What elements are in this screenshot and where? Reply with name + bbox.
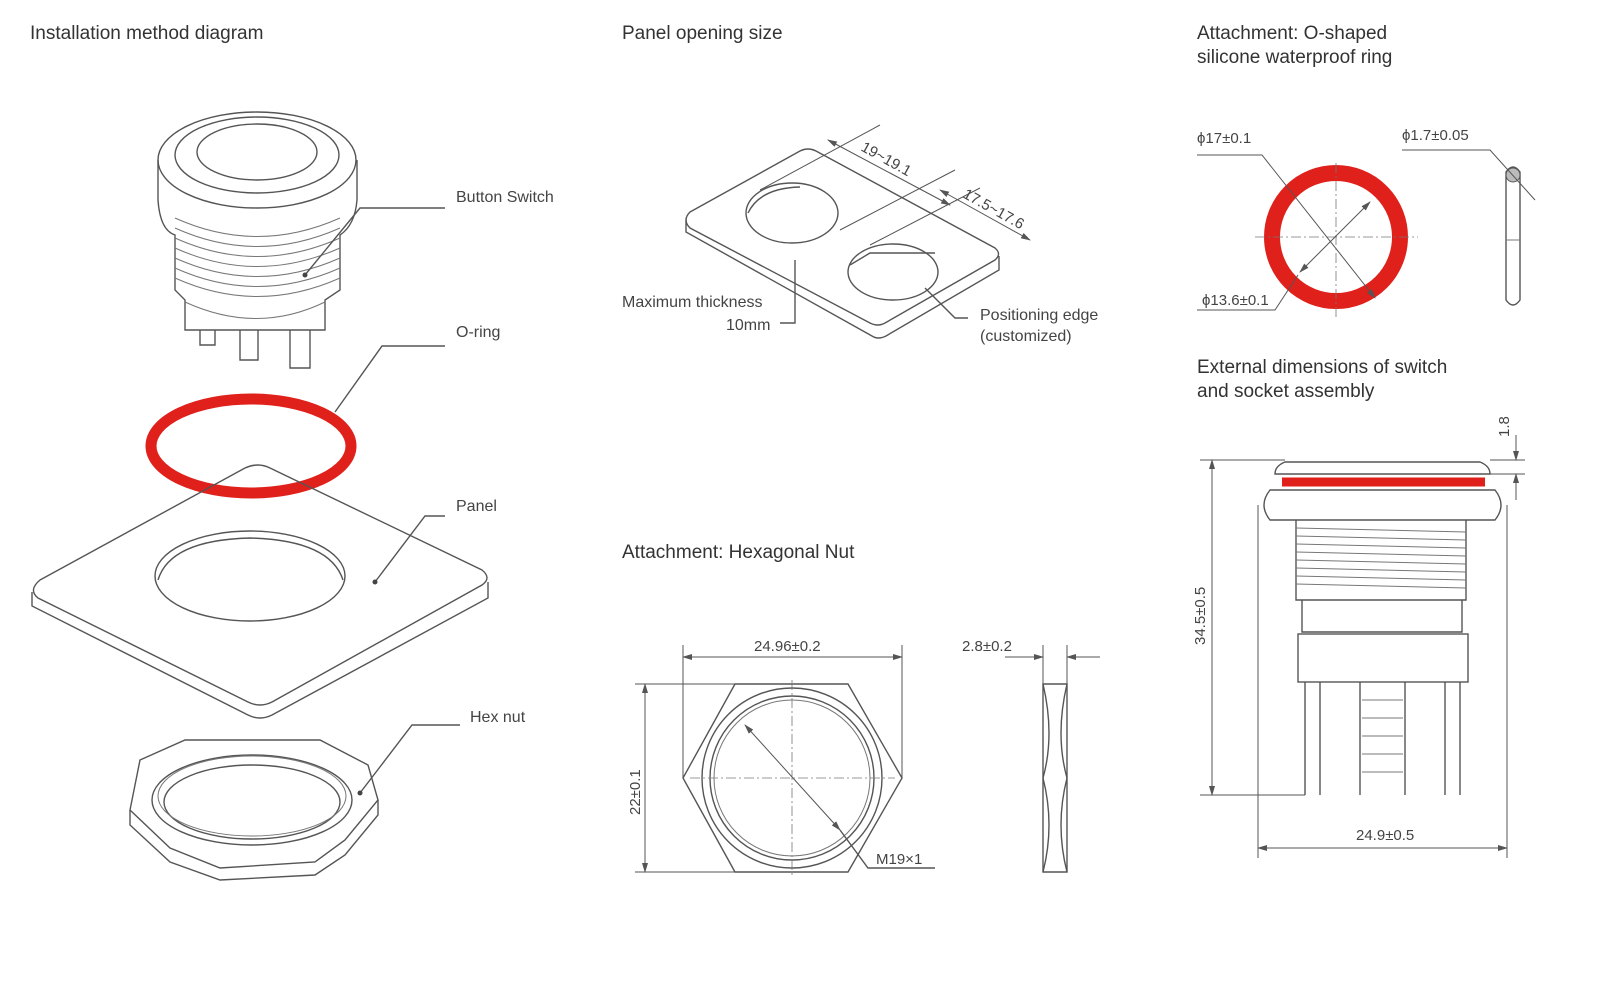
installation-title: Installation method diagram [30, 23, 263, 44]
panel-opening-title: Panel opening size [622, 23, 783, 44]
panel-dim-small: 17.5~17.6 [960, 186, 1027, 233]
panel-opening-drawing [685, 124, 1031, 339]
assembly-section: External dimensions of switch and socket… [1192, 357, 1525, 858]
thickness-label: Maximum thickness [622, 294, 762, 311]
panel-drawing [31, 464, 489, 719]
thickness-value: 10mm [726, 317, 770, 334]
hex-nut-width: 24.96±0.2 [754, 638, 821, 655]
oring-title-line2: silicone waterproof ring [1197, 47, 1392, 68]
oring-drawing [145, 345, 445, 499]
hex-nut-label: Hex nut [470, 709, 526, 726]
hex-nut-title: Attachment: Hexagonal Nut [622, 542, 855, 563]
hex-nut-attachment-section: Attachment: Hexagonal Nut 24.96±0.2 22±0… [622, 542, 1100, 875]
button-switch-drawing [157, 111, 445, 369]
assembly-title-line2: and socket assembly [1197, 381, 1375, 402]
oring-side-view [1402, 149, 1536, 306]
oring-title-line1: Attachment: O-shaped [1197, 23, 1387, 44]
oring-inner-diameter: ϕ13.6±0.1 [1202, 292, 1269, 309]
hex-nut-thread: M19×1 [876, 851, 922, 868]
oring-front-view [1197, 154, 1418, 320]
hex-nut-thickness: 2.8±0.2 [962, 638, 1012, 655]
hex-nut-height: 22±0.1 [627, 769, 644, 815]
oring-cross-section: ϕ1.7±0.05 [1402, 127, 1469, 144]
assembly-width: 24.9±0.5 [1356, 827, 1414, 844]
panel-opening-section: Panel opening size 19~19.1 17.5~17.6 Max… [622, 23, 1098, 345]
panel-dim-large: 19~19.1 [858, 139, 914, 180]
oring-outer-diameter: ϕ17±0.1 [1197, 130, 1251, 147]
button-switch-label: Button Switch [456, 189, 554, 206]
assembly-cap-height: 1.8 [1496, 416, 1513, 437]
hex-nut-side-view [1005, 645, 1100, 873]
installation-section: Installation method diagram Button Switc… [30, 23, 554, 881]
oring-label: O-ring [456, 324, 500, 341]
assembly-height: 34.5±0.5 [1192, 587, 1209, 645]
hex-nut-front-view [635, 645, 935, 875]
panel-label: Panel [456, 498, 497, 515]
hex-nut-drawing [129, 724, 460, 881]
assembly-drawing [1200, 435, 1525, 858]
assembly-title-line1: External dimensions of switch [1197, 357, 1447, 378]
oring-attachment-section: Attachment: O-shaped silicone waterproof… [1197, 23, 1536, 320]
positioning-edge-note: (customized) [980, 328, 1072, 345]
positioning-edge-label: Positioning edge [980, 307, 1098, 324]
